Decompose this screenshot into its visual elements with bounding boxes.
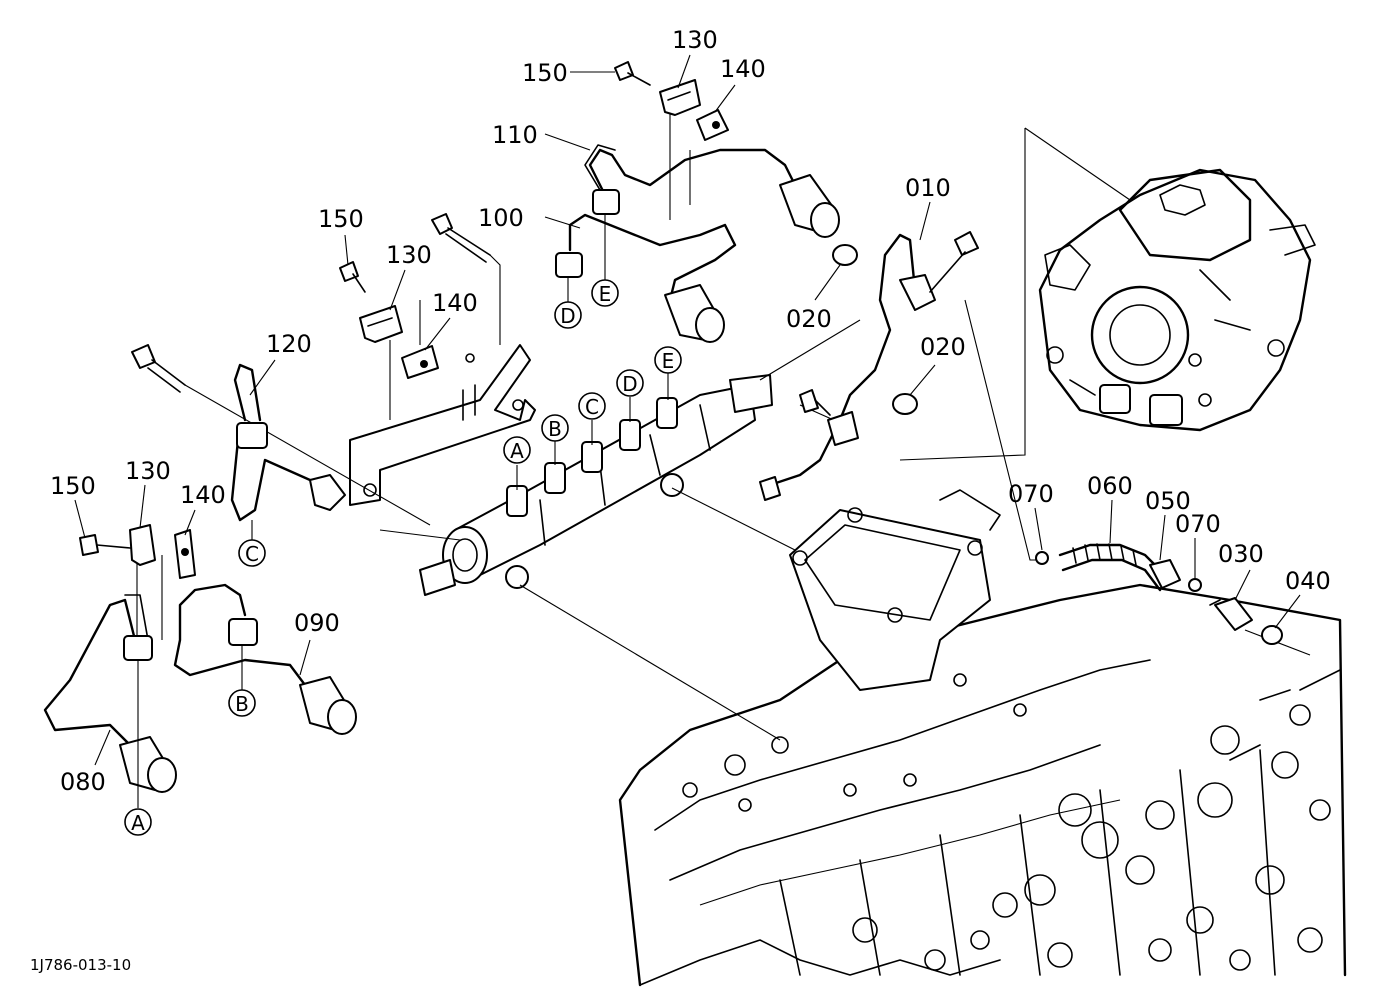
part-label-140: 140	[180, 481, 226, 509]
part-label-050: 050	[1145, 487, 1191, 515]
part-label-140: 140	[432, 289, 478, 317]
part-label-130: 130	[672, 26, 718, 54]
part-label-110: 110	[492, 121, 538, 149]
part-label-130: 130	[386, 241, 432, 269]
cylinder-head-drawing	[618, 489, 1347, 987]
ref-a-rail: A	[510, 439, 524, 463]
part-label-040: 040	[1285, 567, 1331, 595]
part-label-030: 030	[1218, 540, 1264, 568]
small-parts	[79, 61, 1283, 645]
part-label-100: 100	[478, 204, 524, 232]
part-label-020: 020	[786, 305, 832, 333]
ref-b-rail: B	[548, 417, 562, 441]
part-label-150: 150	[50, 472, 96, 500]
leader-lines	[136, 110, 1311, 741]
fuel-pump-drawing	[899, 127, 1316, 461]
injection-pipes	[43, 144, 936, 793]
part-label-090: 090	[294, 609, 340, 637]
part-label-150: 150	[318, 205, 364, 233]
part-label-010: 010	[905, 174, 951, 202]
part-number-labels: 010 020 020 030 040 050 060 070 070 080 …	[50, 26, 1331, 796]
label-leaders	[74, 54, 1301, 766]
connection-refs: A B C D E A B C D E	[124, 214, 682, 836]
part-label-020: 020	[920, 333, 966, 361]
ref-c-pipe: C	[245, 542, 259, 566]
part-label-150: 150	[522, 59, 568, 87]
ref-a-pipe: A	[131, 811, 145, 835]
part-label-140: 140	[720, 55, 766, 83]
common-rail-drawing	[349, 344, 773, 596]
ref-c-rail: C	[585, 395, 599, 419]
part-label-070: 070	[1008, 480, 1054, 508]
part-label-060: 060	[1087, 472, 1133, 500]
ref-b-pipe: B	[235, 692, 249, 716]
ref-e-pipe: E	[599, 282, 612, 306]
part-label-070: 070	[1175, 510, 1221, 538]
part-label-130: 130	[125, 457, 171, 485]
ref-e-rail: E	[662, 349, 675, 373]
diagram-code: 1J786-013-10	[30, 956, 131, 974]
part-label-120: 120	[266, 330, 312, 358]
ref-d-rail: D	[622, 372, 637, 396]
ref-d-pipe: D	[560, 304, 575, 328]
part-label-080: 080	[60, 768, 106, 796]
